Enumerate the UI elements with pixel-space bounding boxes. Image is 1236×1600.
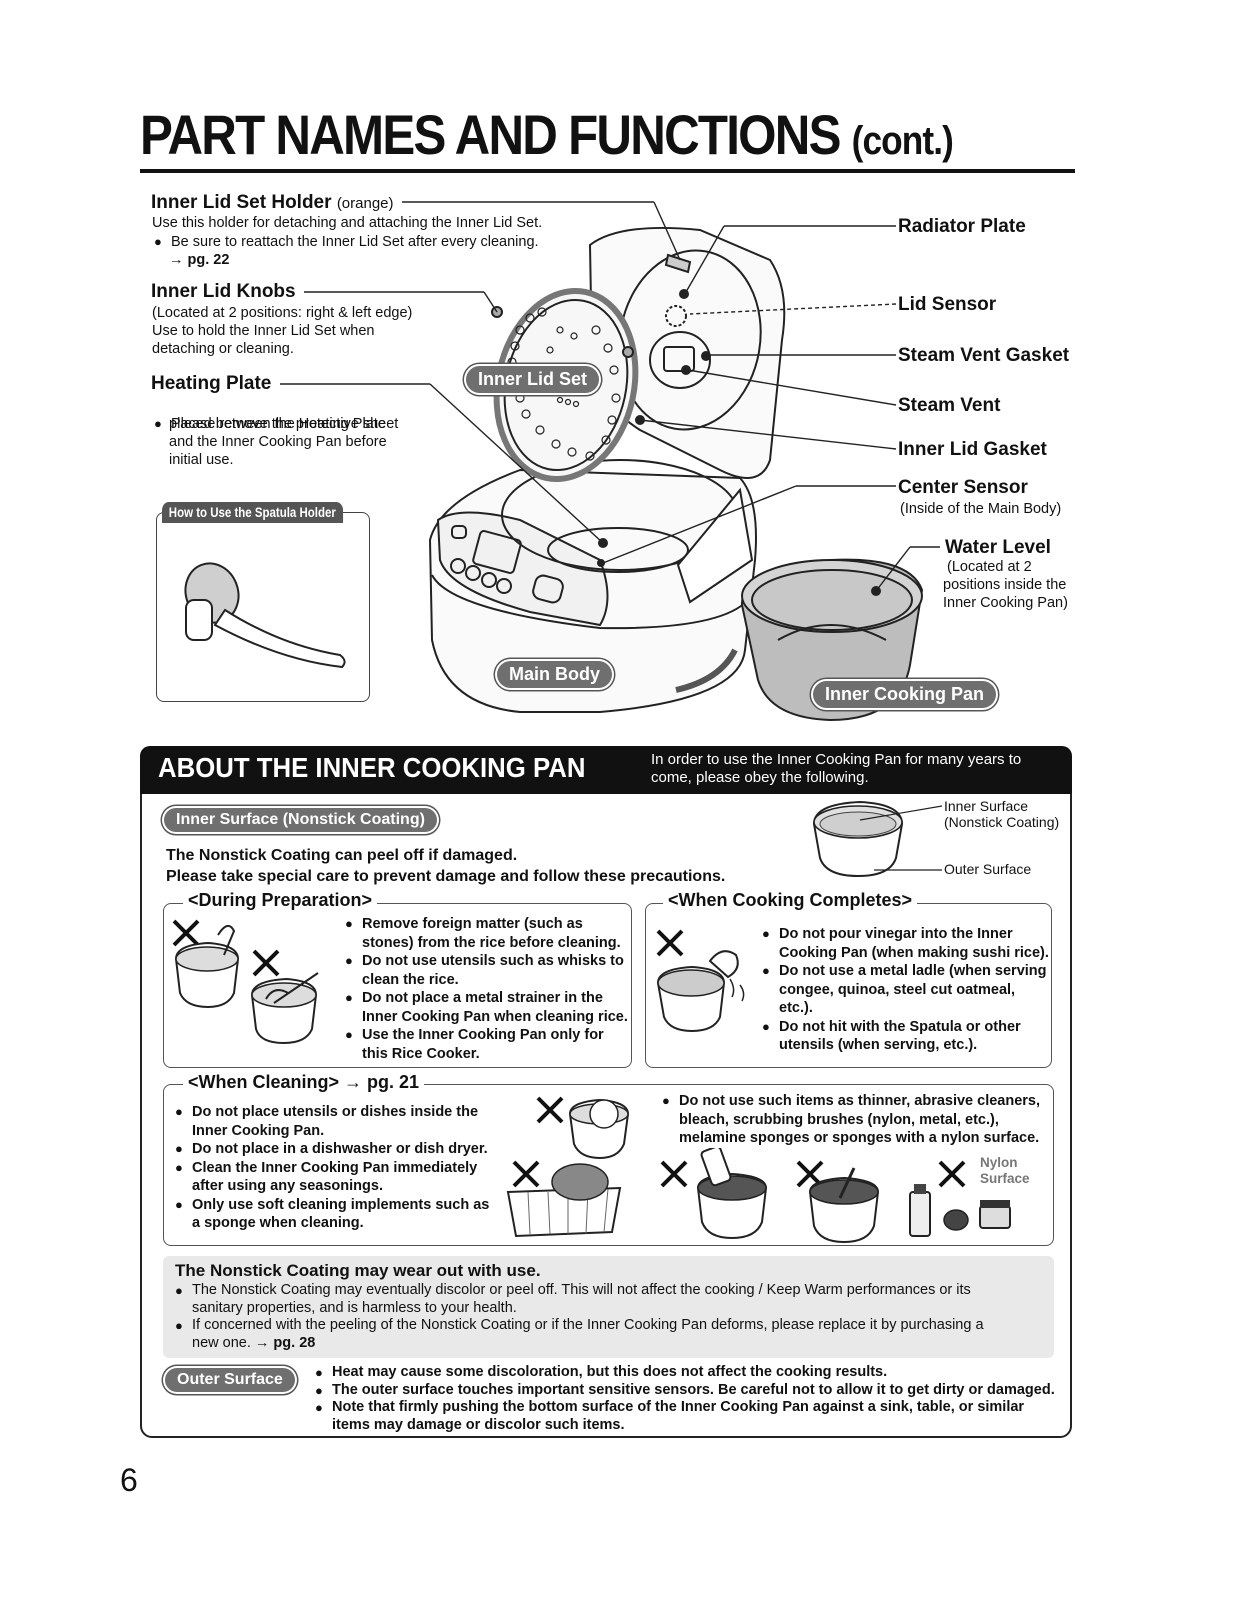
tag-inner-lid-set: Inner Lid Set xyxy=(466,366,599,393)
bullet-inner-lid-set-holder: Be sure to reattach the Inner Lid Set af… xyxy=(154,233,1236,251)
spatula-icon xyxy=(170,555,360,685)
page-number: 6 xyxy=(120,1462,138,1499)
dishes-dishwasher-illustration xyxy=(500,1092,630,1240)
about-intro: In order to use the Inner Cooking Pan fo… xyxy=(651,751,1021,787)
desc-inner-lid-set-holder: Use this holder for detaching and attach… xyxy=(152,214,542,232)
nylon-surface-label: Nylon Surface xyxy=(980,1155,1030,1187)
pan-label-inner: Inner Surface (Nonstick Coating) xyxy=(944,798,1059,830)
label-center-sensor: Center Sensor xyxy=(898,477,1028,499)
pan-label-outer: Outer Surface xyxy=(944,860,1031,878)
water-level-note-2: positions inside the xyxy=(943,576,1066,594)
center-sensor-note: (Inside of the Main Body) xyxy=(900,500,1061,518)
cleaning-bullet-right: Do not use such items as thinner, abrasi… xyxy=(662,1092,1040,1148)
desc-inner-lid-knobs-2: Use to hold the Inner Lid Set when xyxy=(152,322,374,340)
label-inner-lid-gasket: Inner Lid Gasket xyxy=(898,439,1047,461)
label-radiator-plate: Radiator Plate xyxy=(898,216,1026,238)
water-level-note-3: Inner Cooking Pan) xyxy=(943,594,1068,612)
during-prep-heading: <During Preparation> xyxy=(183,890,377,911)
ref-pg-22: → pg. 22 xyxy=(169,251,229,269)
label-heating-plate: Heating Plate xyxy=(151,373,271,395)
vinegar-illustration xyxy=(652,925,757,1035)
cooking-completes-bullets: Do not pour vinegar into the Inner Cooki… xyxy=(762,925,1049,1055)
tag-inner-cooking-pan: Inner Cooking Pan xyxy=(813,681,996,708)
tag-main-body: Main Body xyxy=(497,661,612,688)
spatula-holder-tag: How to Use the Spatula Holder xyxy=(162,502,343,523)
outer-surface-bullets: Heat may cause some discoloration, but t… xyxy=(315,1364,1055,1434)
label-lid-sensor: Lid Sensor xyxy=(898,294,996,316)
cooking-completes-heading: <When Cooking Completes> xyxy=(663,890,917,911)
label-inner-lid-knobs: Inner Lid Knobs xyxy=(151,281,296,303)
small-pan-icon xyxy=(808,798,948,880)
desc-inner-lid-knobs-3: detaching or cleaning. xyxy=(152,340,294,358)
cleaning-heading: <When Cleaning> → pg. 21 xyxy=(183,1072,424,1093)
prep-bullets: Remove foreign matter (such as stones) f… xyxy=(345,915,628,1063)
wear-heading: The Nonstick Coating may wear out with u… xyxy=(175,1261,541,1281)
label-steam-vent-gasket: Steam Vent Gasket xyxy=(898,345,1069,367)
warning-text: The Nonstick Coating can peel off if dam… xyxy=(166,845,725,887)
cleaning-bullets-left: Do not place utensils or dishes inside t… xyxy=(175,1103,489,1233)
prep-illustration xyxy=(168,915,343,1055)
desc-inner-lid-knobs-1: (Located at 2 positions: right & left ed… xyxy=(152,304,412,322)
about-section-title: ABOUT THE INNER COOKING PAN xyxy=(158,752,585,784)
label-steam-vent: Steam Vent xyxy=(898,395,1000,417)
tag-outer-surface: Outer Surface xyxy=(165,1368,295,1392)
heating-plate-line-4: initial use. xyxy=(169,451,233,469)
wear-bullets: The Nonstick Coating may eventually disc… xyxy=(175,1282,984,1352)
water-level-note-1: (Located at 2 xyxy=(947,558,1032,576)
heating-plate-line-3: and the Inner Cooking Pan before xyxy=(169,433,387,451)
label-water-level: Water Level xyxy=(945,537,1051,559)
tag-inner-surface: Inner Surface (Nonstick Coating) xyxy=(164,808,437,832)
heating-plate-line-2: placed between the Heating Plate xyxy=(169,415,386,433)
label-inner-lid-set-holder: Inner Lid Set Holder (orange) xyxy=(151,192,394,214)
